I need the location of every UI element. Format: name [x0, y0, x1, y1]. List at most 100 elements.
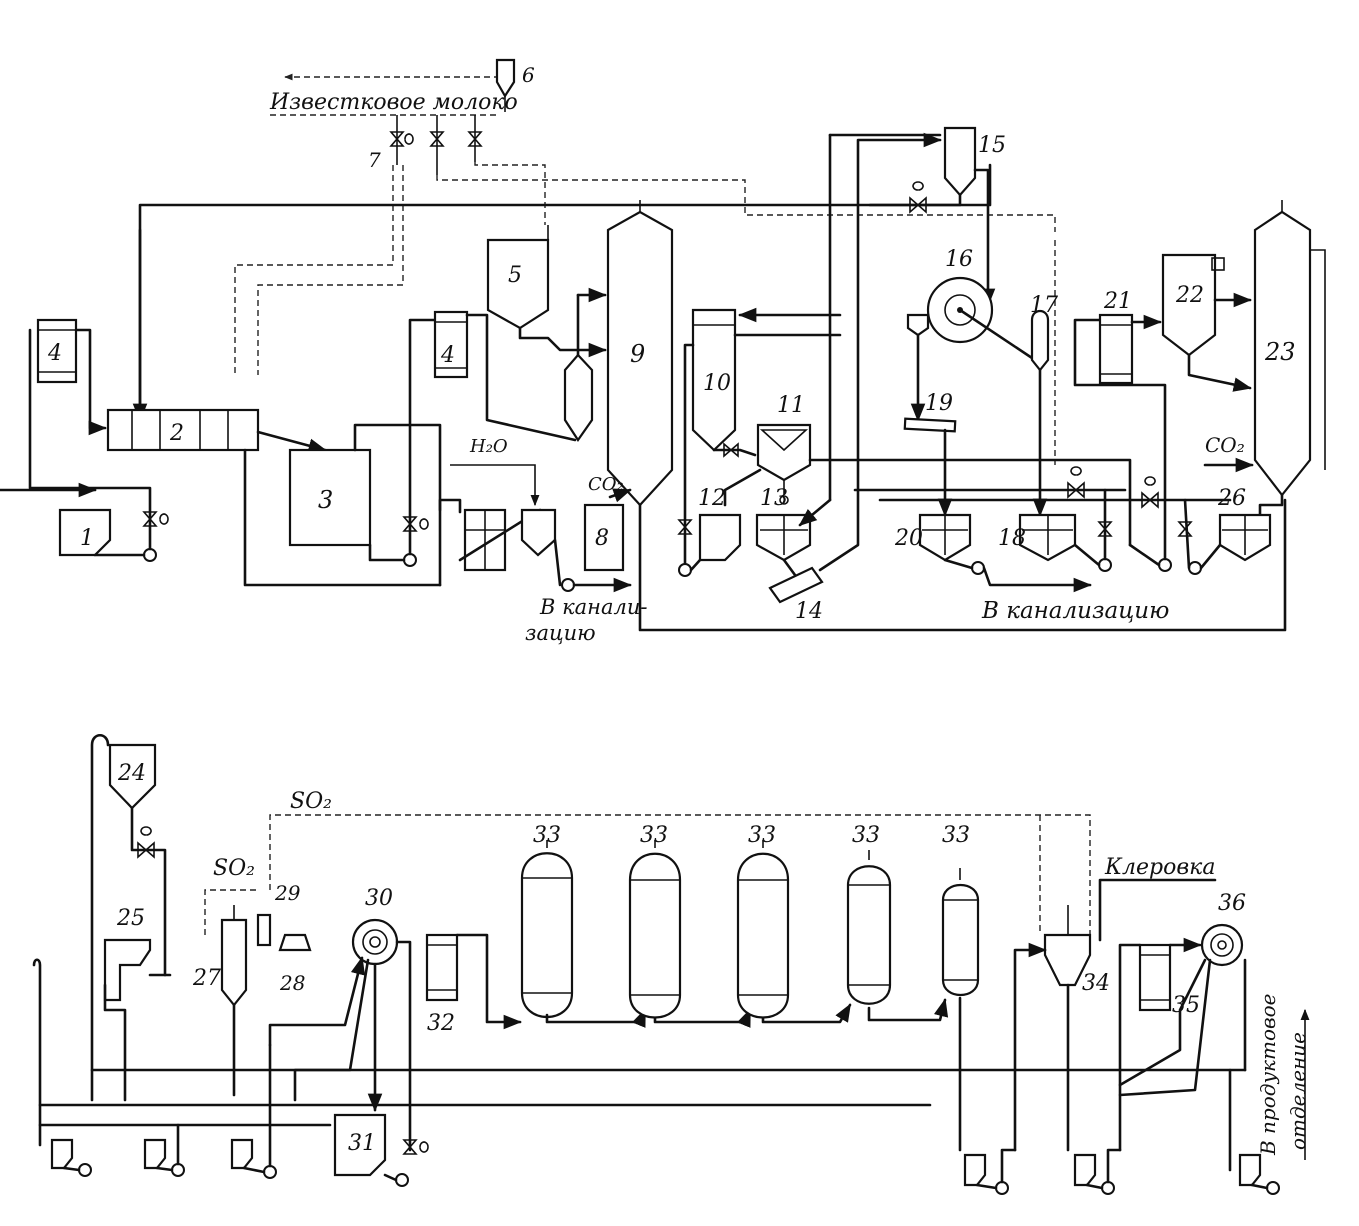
- h2o-label: H₂O: [469, 436, 508, 457]
- so2-label-27: SO₂: [213, 856, 255, 881]
- pipe-26-up: [1183, 498, 1191, 570]
- sulfitator-27: [220, 918, 248, 1007]
- tank-1: [58, 508, 112, 557]
- return-line-3: [243, 448, 442, 587]
- pipe-to-35: [1118, 943, 1142, 1152]
- label-33-1: 33: [533, 823, 561, 848]
- label-33-2: 33: [640, 823, 668, 848]
- lime-dose-line-3: [436, 175, 1056, 232]
- heat-exchanger-diamond: [563, 353, 594, 442]
- pipe-30-out: [395, 940, 412, 1152]
- saturator-23-side: [1310, 249, 1326, 470]
- settler-22: [1161, 253, 1217, 357]
- main-limer-3: [288, 448, 372, 547]
- pipe-12-to-10: [683, 343, 695, 567]
- label-32: 32: [427, 1011, 455, 1036]
- pipe-33-4-5: [867, 998, 949, 1022]
- pump-icon[interactable]: [395, 1173, 409, 1187]
- bottom-tank-group-2: [143, 1123, 185, 1177]
- pump-icon[interactable]: [1188, 561, 1202, 575]
- pump-icon[interactable]: [1098, 558, 1112, 572]
- valve-icon[interactable]: [677, 519, 693, 535]
- label-14: 14: [795, 599, 823, 624]
- valve-icon[interactable]: [1141, 476, 1159, 509]
- pipe-24-down: [130, 806, 167, 977]
- evaporator-33-4: [846, 850, 892, 1005]
- label-12: 12: [698, 486, 726, 511]
- vessel-8: [583, 503, 625, 572]
- water-line: [450, 464, 540, 507]
- pump-icon[interactable]: [1158, 558, 1172, 572]
- hopper-6: [495, 58, 516, 99]
- prelimer-2: [106, 408, 260, 452]
- lime-dose-line-1: [234, 165, 394, 375]
- klerovka-label: Клеровка: [1104, 855, 1215, 880]
- valve-icon[interactable]: [402, 1139, 429, 1155]
- label-1: 1: [80, 526, 94, 551]
- label-3: 3: [318, 486, 333, 514]
- label-11: 11: [777, 393, 805, 418]
- valve-icon[interactable]: [389, 115, 414, 165]
- product-dept-label-1: В продуктовое: [1256, 993, 1280, 1156]
- label-25: 25: [116, 906, 145, 931]
- pipe-16-to-17: [958, 308, 1037, 362]
- pipe-filter-in: [438, 498, 462, 514]
- pump-icon[interactable]: [678, 563, 692, 577]
- sewer-label-2: В канализацию: [981, 598, 1169, 624]
- label-30: 30: [365, 886, 393, 911]
- tank-12: [698, 513, 742, 562]
- label-9: 9: [630, 340, 645, 368]
- label-18: 18: [998, 526, 1026, 551]
- pipe-2-to-3: [256, 430, 327, 453]
- pipe-33-2-3: [653, 1008, 752, 1028]
- evaporator-33-5: [941, 868, 980, 996]
- label-28: 28: [279, 971, 305, 995]
- heater-35: [1138, 943, 1172, 1012]
- evaporator-33-3: [736, 840, 790, 1019]
- bottom-tank-group-4: [963, 1148, 1017, 1195]
- valve-icon[interactable]: [137, 826, 155, 859]
- valve-icon[interactable]: [909, 181, 927, 214]
- pipe-tank-pump: [553, 538, 562, 587]
- pipe-26-pump: [1199, 543, 1222, 570]
- valve-icon[interactable]: [1177, 521, 1193, 537]
- valve-icon[interactable]: [142, 511, 169, 527]
- pipe-33-3-4: [761, 1003, 852, 1024]
- pipe-10-out: [712, 448, 757, 457]
- vessel-25: [103, 938, 152, 1002]
- bottom-tank-group-6: [1228, 1068, 1280, 1195]
- valve-icon[interactable]: [429, 115, 445, 175]
- label-17: 17: [1030, 293, 1058, 318]
- label-21: 21: [1103, 289, 1132, 314]
- lime-dose-line-4: [474, 162, 546, 225]
- heater-32: [425, 933, 459, 1002]
- pump-icon[interactable]: [143, 548, 157, 562]
- drum-14: [768, 566, 824, 604]
- pump-icon[interactable]: [561, 578, 575, 592]
- pipe-to-21: [1073, 318, 1167, 561]
- valve-icon[interactable]: [467, 115, 483, 162]
- valve-icon[interactable]: [1067, 466, 1085, 499]
- mixer-11-cone: [759, 429, 809, 452]
- valve-icon[interactable]: [402, 516, 429, 532]
- sewer-label-1b: зацию: [525, 621, 596, 645]
- pump-icon[interactable]: [971, 561, 985, 575]
- pipe-to-30: [268, 956, 366, 1047]
- pump-icon[interactable]: [403, 553, 417, 567]
- valve-icon[interactable]: [723, 442, 739, 458]
- pipe-32-to-33: [455, 933, 522, 1030]
- label-13: 13: [760, 486, 788, 511]
- pipe-5-to-9: [518, 326, 607, 358]
- evaporator-33-2: [628, 840, 682, 1019]
- label-2: 2: [169, 421, 184, 446]
- pipe-to-pump-e: [1128, 543, 1161, 567]
- bottom-tank-group-1: [50, 1138, 92, 1177]
- label-6: 6: [522, 63, 535, 87]
- valve-icon[interactable]: [1097, 521, 1113, 537]
- label-26: 26: [1217, 486, 1246, 511]
- bottom-return-pipe: [638, 498, 1287, 632]
- sewer-label-1a: В канали-: [539, 595, 648, 619]
- label-31: 31: [348, 1131, 376, 1156]
- far-left-pipe: [32, 958, 42, 1147]
